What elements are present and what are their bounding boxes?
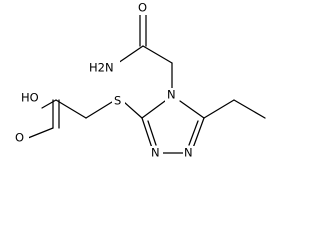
- ring-n4-c5-bond: [179, 100, 205, 119]
- c3-s-bond: [123, 101, 143, 119]
- ring-c3-n2-bond-2: [147, 120, 157, 146]
- ring-c5-n1-bond-1: [192, 117, 205, 149]
- amide-cc-bond: [142, 45, 173, 64]
- ethyl-bond-2: [233, 99, 266, 119]
- ring-n2-label: N: [151, 146, 160, 160]
- s-ch2-bond: [85, 101, 113, 119]
- carboxyl-oh-bond: [41, 99, 57, 109]
- ring-c5-n1-bond-2: [188, 120, 199, 146]
- ring-n4-c3-bond: [141, 100, 166, 119]
- carboxyl-o-lead: [27, 127, 54, 139]
- ring-n1-label: N: [184, 146, 193, 160]
- amide-nitrogen-label: H2N: [89, 61, 114, 75]
- amide-cn-bond: [117, 45, 144, 64]
- ring-c3-n2-bond-1: [141, 117, 153, 149]
- sulfur-label: S: [114, 94, 121, 108]
- ring-n4-label: N: [167, 88, 176, 102]
- molecule-structure: O H2N N S N N HO O: [14, 1, 266, 160]
- ch2-carboxyl-bond: [55, 99, 87, 119]
- ethyl-bond-1: [203, 99, 235, 119]
- structure-diagram: O H2N N S N N HO O: [14, 0, 266, 160]
- hydroxyl-label: HO: [21, 91, 39, 105]
- acid-oxygen-label: O: [15, 131, 24, 145]
- amide-oxygen-label: O: [138, 1, 147, 15]
